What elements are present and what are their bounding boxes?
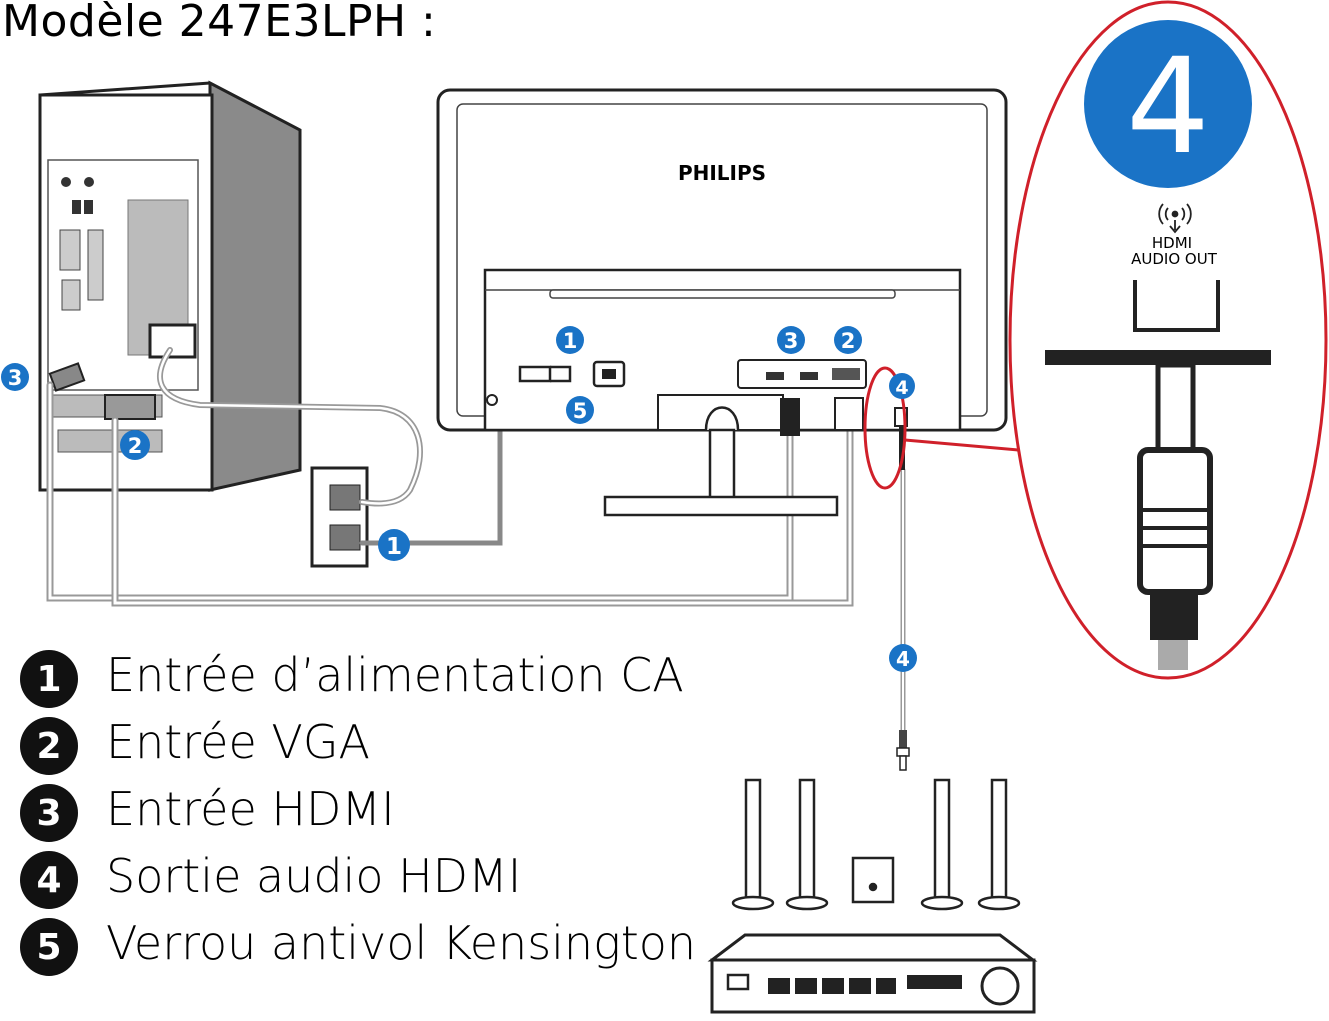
legend-number: 3 bbox=[20, 784, 78, 842]
legend-text: Entrée d’alimentation CA bbox=[106, 648, 684, 702]
badge-audio-cable-label: 4 bbox=[896, 647, 910, 671]
legend-text: Sortie audio HDMI bbox=[106, 849, 522, 903]
legend-text: Entrée VGA bbox=[106, 715, 370, 769]
badge-hdmi-pc-label: 3 bbox=[8, 366, 23, 390]
callout-label-audio-out: AUDIO OUT bbox=[1131, 250, 1218, 268]
badge-audio-cable: 4 bbox=[889, 644, 917, 672]
badge-vga-pc: 2 bbox=[120, 430, 150, 460]
badge-vga-pc-label: 2 bbox=[128, 434, 143, 458]
pc-tower bbox=[38, 80, 302, 492]
page-title: Modèle 247E3LPH : bbox=[2, 0, 437, 47]
badge-audio-monitor: 4 bbox=[889, 373, 915, 399]
badge-power-monitor: 1 bbox=[556, 326, 584, 354]
brand-logo: PHILIPS bbox=[678, 161, 766, 185]
legend-number: 5 bbox=[20, 918, 78, 976]
callout-label-hdmi: HDMI bbox=[1152, 234, 1192, 252]
wall-outlet bbox=[310, 466, 369, 568]
legend-number: 1 bbox=[20, 650, 78, 708]
badge-audio-monitor-label: 4 bbox=[895, 377, 908, 399]
audio-jack bbox=[896, 730, 910, 771]
badge-power-outlet-label: 1 bbox=[386, 534, 402, 560]
badge-kensington: 5 bbox=[566, 396, 594, 424]
speakers bbox=[731, 778, 1021, 911]
badge-hdmi-monitor-label: 3 bbox=[784, 329, 799, 353]
audio-wave-icon bbox=[1158, 203, 1192, 234]
legend-number: 4 bbox=[20, 851, 78, 909]
badge-vga-monitor: 2 bbox=[834, 326, 862, 354]
legend-number: 2 bbox=[20, 717, 78, 775]
legend-text: Entrée HDMI bbox=[106, 782, 395, 836]
badge-power-monitor-label: 1 bbox=[563, 329, 578, 353]
badge-hdmi-pc: 3 bbox=[1, 363, 29, 391]
badge-kensington-label: 5 bbox=[573, 399, 588, 423]
callout-number: 4 bbox=[1126, 30, 1210, 184]
audio-receiver bbox=[707, 933, 1038, 1014]
badge-hdmi-monitor: 3 bbox=[777, 326, 805, 354]
legend-text: Verrou antivol Kensington bbox=[106, 916, 697, 970]
badge-vga-monitor-label: 2 bbox=[841, 329, 856, 353]
badge-power-outlet: 1 bbox=[378, 529, 410, 561]
monitor bbox=[436, 88, 1008, 517]
audio-out-callout: 4 HDMI AUDIO OUT bbox=[863, 0, 1328, 680]
